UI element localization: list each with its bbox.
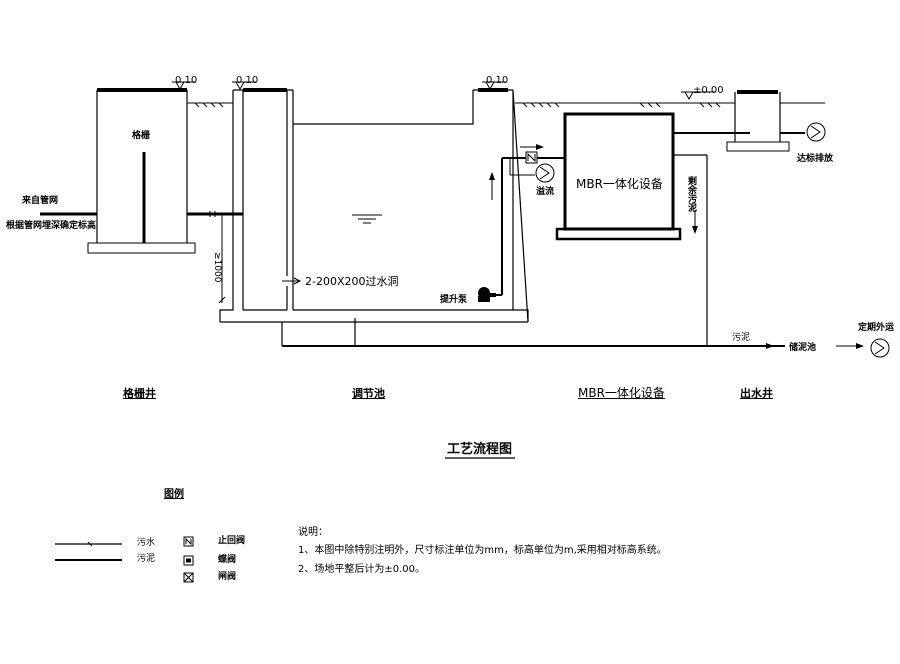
legend-butterfly-valve: 蝶阀 [218, 555, 237, 565]
outlet-well [726, 90, 826, 152]
notes-line-2: 2、场地平整后计为±0.00。 [298, 564, 426, 575]
legend-item-sludge: 污泥 [137, 554, 156, 564]
mbr-unit [555, 112, 750, 346]
notes-line-1: 1、本图中除特别注明外，尺寸标注单位为mm，标高单位为m,采用相对标高系统。 [298, 545, 667, 556]
depth-dimension [218, 214, 226, 304]
caption-mbr-unit: MBR一体化设备 [578, 386, 665, 400]
caption-screen-well: 格栅井 [123, 387, 156, 400]
opening-label: 2-200X200过水洞 [305, 275, 399, 288]
screen-well [87, 88, 196, 254]
screen-label: 格栅 [132, 131, 151, 141]
legend-gate-valve: 闸阀 [218, 572, 237, 582]
mbr-inner-label: MBR一体化设备 [576, 177, 663, 191]
transport-label: 定期外运 [858, 323, 895, 333]
caption-outlet-well: 出水井 [740, 387, 773, 400]
pump-label: 提升泵 [440, 295, 468, 305]
elevation-label-outlet: ±0.00 [693, 85, 724, 96]
inlet-note: 根据管网埋深确定标高 [6, 221, 97, 231]
sludge-label: 污泥 [732, 333, 751, 343]
elevation-label-equalization-left: 0.10 [236, 75, 259, 86]
sludge-tank-label: 储泥池 [789, 343, 817, 353]
elevation-label-equalization-right: 0.10 [486, 75, 509, 86]
legend-graphics [55, 536, 194, 583]
inlet-label: 来自管网 [22, 196, 59, 206]
legend-item-sewage: 污水 [137, 538, 156, 548]
elevation-label-screen-well: 0.10 [175, 75, 198, 86]
sludge-line [281, 318, 890, 358]
notes-heading: 说明： [298, 527, 328, 538]
discharge-label: 达标排放 [797, 154, 834, 164]
legend-check-valve: 止回阀 [218, 536, 246, 546]
lift-pump [478, 144, 565, 302]
inlet-pipe [40, 211, 243, 217]
depth-label: ≥1000 [212, 252, 222, 283]
elevation-markers [172, 81, 715, 101]
diagram-title: 工艺流程图 [447, 442, 513, 457]
equalization-tank [219, 88, 529, 323]
excess-sludge-label: 剩余污泥 [686, 176, 696, 212]
ground-lines [187, 102, 825, 108]
overflow-label: 溢流 [536, 187, 555, 197]
legend-heading: 图例 [164, 489, 184, 500]
caption-equalization-tank: 调节池 [352, 387, 385, 400]
